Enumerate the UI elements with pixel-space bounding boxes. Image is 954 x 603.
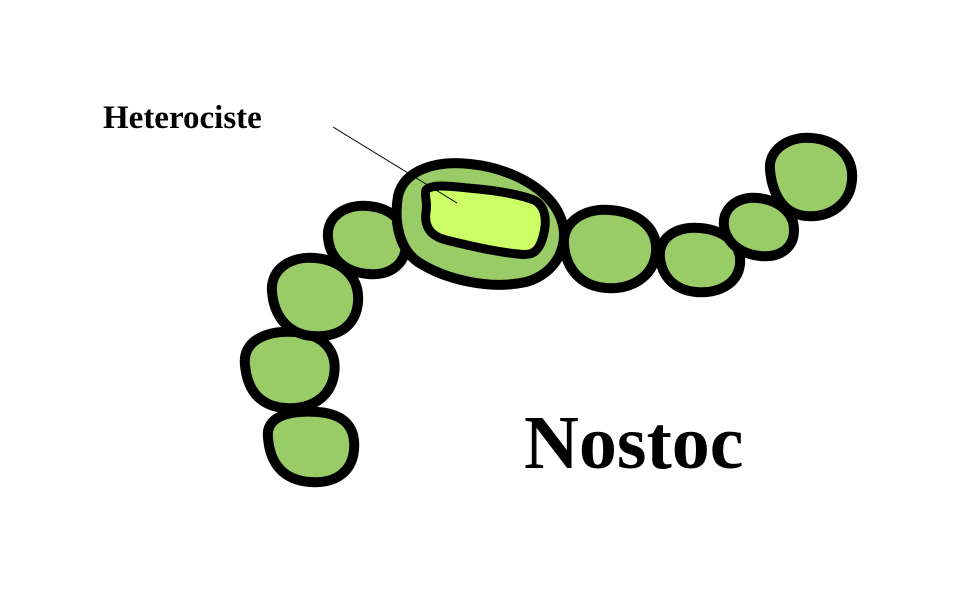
heterocyst-inner-cell [420,181,550,259]
callout-line [332,126,458,204]
heterocyst-label: Heterociste [103,100,262,136]
vegetative-cell [718,192,799,262]
vegetative-cell [654,222,746,298]
vegetative-cell [262,406,360,488]
vegetative-cell [266,252,364,342]
vegetative-cell [239,326,340,414]
heterocyst [391,158,569,290]
organism-title: Nostoc [524,401,744,485]
vegetative-cell [558,204,662,294]
vegetative-cell [764,132,858,222]
